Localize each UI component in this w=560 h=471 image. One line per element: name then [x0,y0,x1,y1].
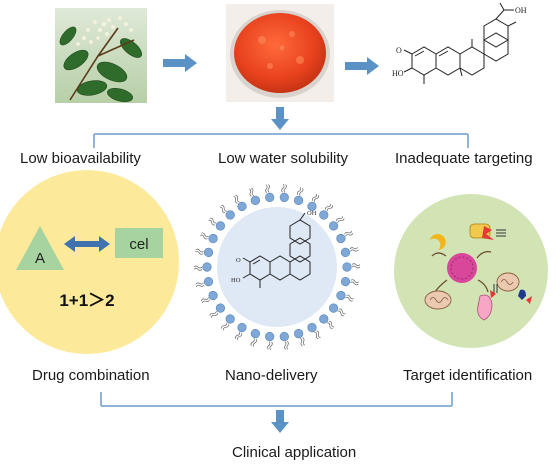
protein-target-icon [469,223,506,240]
challenge-low-bioavailability: Low bioavailability [20,150,141,167]
celastrol-structure [403,2,517,84]
clinical-application-label: Clinical application [232,444,357,461]
powder-dish-photo [226,4,334,102]
molecule-acid-label: OH [515,6,527,15]
cel-label: cel [129,236,148,253]
drug-combination-panel: A cel 1+1＞2 [0,170,179,354]
challenge-low-water-solubility: Low water solubility [218,150,349,167]
strategy-target-identification: Target identification [403,367,533,384]
challenges-bracket [93,133,469,148]
small-protein-icon [518,289,526,300]
molecule-hydroxyl-label: HO [392,69,404,78]
drug-a-label: A [35,250,45,267]
plant-photo [55,8,147,103]
drug-a-triangle [16,226,64,270]
strategy-nano-delivery: Nano-delivery [225,367,318,384]
nano-delivery-panel: O HO OH [193,183,361,351]
nano-hydroxyl-label: HO [231,277,241,284]
nano-molecule [242,212,311,288]
strategy-drug-combination: Drug combination [32,367,150,384]
arrow-down-to-challenges [271,107,289,130]
synergy-equation: 1+1＞2 [59,291,114,310]
double-arrow-icon [64,236,110,252]
strategies-bracket [100,392,453,407]
nano-acid-label: OH [307,210,317,217]
arrow-powder-to-molecule [345,57,379,75]
nano-keto-label: O [236,257,241,264]
challenge-inadequate-targeting: Inadequate targeting [395,150,533,167]
receptor-icon [477,284,498,321]
target-identification-panel [394,194,548,348]
cel-box [115,228,163,258]
mitochondria-icon [424,272,520,310]
arrow-down-to-clinical [271,410,289,433]
molecule-keto-label: O [396,46,402,55]
arrow-plant-to-powder [163,54,197,72]
organelle-crescent-icon [430,234,446,250]
